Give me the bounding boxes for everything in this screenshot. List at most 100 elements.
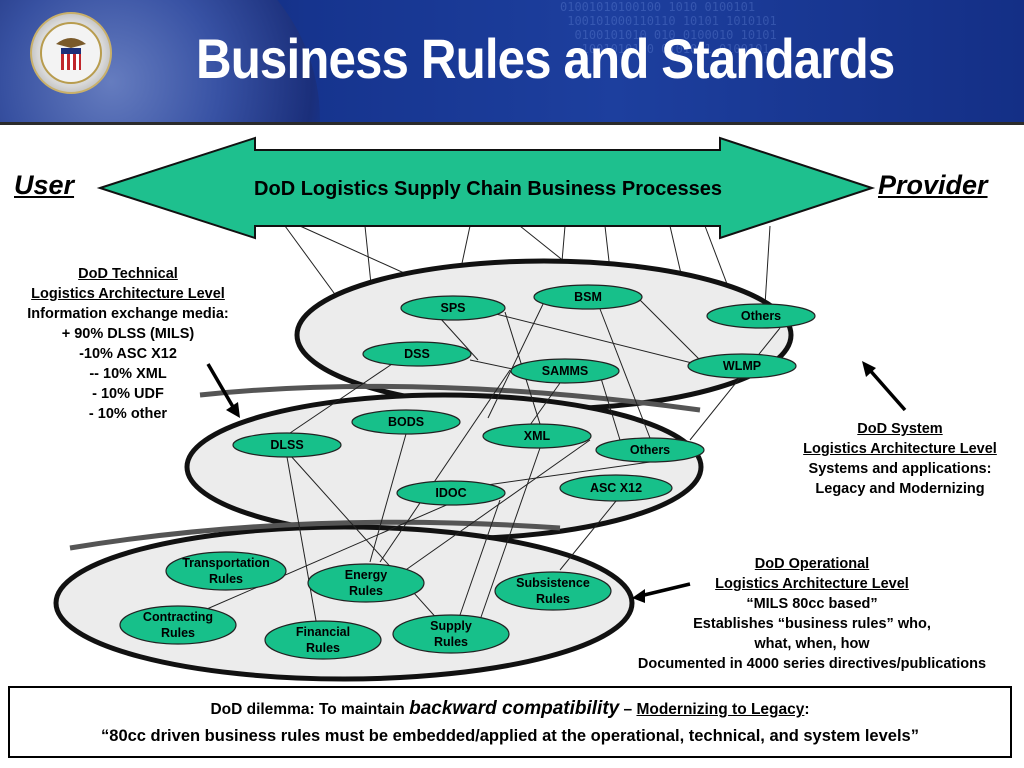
node-shape [392, 614, 510, 654]
connection-line [399, 439, 591, 575]
node-label: Rules [209, 572, 243, 586]
node-shape [119, 605, 237, 645]
dilemma-statement: DoD dilemma: To maintain backward compat… [10, 698, 1010, 720]
operational-heading-2: Logistics Architecture Level [715, 576, 909, 592]
operational-arrowhead [632, 589, 645, 603]
node-label: Financial [296, 625, 350, 639]
technical-arrowhead [226, 402, 240, 418]
system-heading-1: DoD System [857, 421, 943, 437]
node-ascx12: ASC X12 [559, 474, 673, 502]
operational-line: what, when, how [754, 636, 870, 652]
node-shape [232, 432, 342, 458]
node-shape [687, 353, 797, 379]
node-label: SPS [440, 301, 465, 315]
dilemma-underlined: Modernizing to Legacy [636, 701, 805, 718]
connection-line [689, 327, 781, 441]
ring-overlap-arc-bottom [69, 519, 561, 551]
system-line: Systems and applications: [808, 461, 992, 477]
connection-line [199, 499, 459, 613]
system-pointer-arrow [866, 366, 907, 412]
operational-annotation: DoD Operational Logistics Architecture L… [600, 554, 1024, 674]
technical-line: -- 10% XML [89, 366, 167, 382]
node-shape [595, 437, 705, 463]
node-label: Transportation [182, 556, 270, 570]
node-label: Rules [536, 592, 570, 606]
node-label: Others [630, 443, 670, 457]
pointer-arrows [206, 363, 907, 598]
node-label: Rules [434, 635, 468, 649]
operational-heading-1: DoD Operational [754, 556, 870, 572]
node-label: Rules [349, 584, 383, 598]
node-label: Others [741, 309, 781, 323]
node-label: Energy [345, 568, 387, 582]
dilemma-quote: “80cc driven business rules must be embe… [101, 727, 919, 745]
node-label: BSM [574, 290, 602, 304]
node-dss: DSS [362, 341, 472, 367]
node-shape [494, 571, 612, 611]
node-label: ASC X12 [590, 481, 642, 495]
operational-line: “MILS 80cc based” [746, 596, 878, 612]
node-label: BODS [388, 415, 424, 429]
ring-overlap-arc-top [199, 383, 701, 413]
system-arrowhead [862, 361, 876, 377]
connection-line [487, 299, 546, 419]
node-shape [482, 423, 592, 449]
node-shape [307, 563, 425, 603]
node-shape [362, 341, 472, 367]
connection-line [286, 456, 319, 633]
node-label: WLMP [723, 359, 761, 373]
dilemma-colon: : [804, 701, 810, 718]
connection-line [479, 309, 701, 366]
node-others-tech: Others [595, 437, 705, 463]
technical-line: + 90% DLSS (MILS) [61, 326, 195, 342]
node-label: Rules [306, 641, 340, 655]
connection-line [479, 447, 541, 621]
connection-line [599, 308, 651, 439]
connection-line [289, 361, 396, 434]
business-process-arrow [96, 136, 876, 240]
node-label: IDOC [435, 486, 466, 500]
node-shape [533, 284, 643, 310]
dilemma-dash: – [619, 701, 637, 718]
dilemma-emphasis: backward compatibility [409, 698, 620, 719]
node-idoc: IDOC [396, 480, 506, 506]
node-others-sys: Others [706, 303, 816, 329]
node-shape [264, 620, 382, 660]
node-label: Subsistence [516, 576, 590, 590]
connection-line [479, 461, 651, 487]
connection-line [764, 225, 771, 306]
node-shape [165, 551, 287, 591]
dilemma-prefix: DoD dilemma: To maintain [210, 701, 410, 718]
node-shape [351, 409, 461, 435]
connection-line [369, 433, 407, 563]
connection-line [529, 382, 561, 426]
page-title: Business Rules and Standards [196, 27, 895, 90]
technical-heading-2: Logistics Architecture Level [31, 286, 225, 302]
node-label: Rules [161, 626, 195, 640]
dilemma-box: DoD dilemma: To maintain backward compat… [8, 686, 1012, 758]
header-banner: 01001010100100 1010 0100101 100101000110… [0, 0, 1024, 122]
operational-line: Documented in 4000 series directives/pub… [637, 656, 987, 672]
pointer-arrowheads [226, 361, 876, 603]
node-xml: XML [482, 423, 592, 449]
node-label: Supply [430, 619, 472, 633]
node-shape [400, 295, 506, 321]
node-shape [559, 474, 673, 502]
node-bods: BODS [351, 409, 461, 435]
technical-pointer-arrow [206, 363, 238, 413]
node-wlmp: WLMP [687, 353, 797, 379]
system-line: Legacy and Modernizing [815, 481, 985, 497]
node-label: SAMMS [542, 364, 589, 378]
connection-line [634, 294, 701, 361]
operational-pointer-arrow [639, 582, 691, 598]
node-label: XML [524, 429, 551, 443]
node-shape [396, 480, 506, 506]
